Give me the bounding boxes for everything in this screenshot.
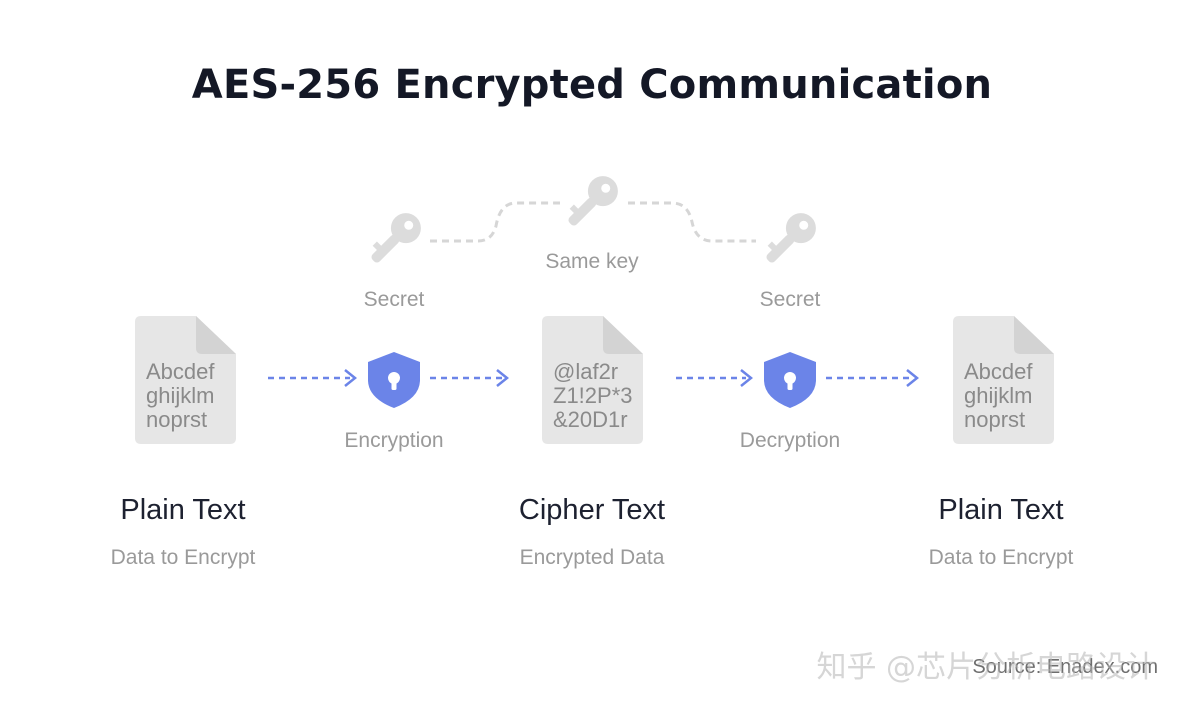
shield-lock-icon (368, 352, 420, 408)
key-icon (371, 213, 421, 263)
diagram-title: AES-256 Encrypted Communication (191, 62, 993, 108)
document-icon (542, 316, 643, 444)
document-subtitle: Data to Encrypt (928, 546, 1074, 569)
document-title: Plain Text (938, 494, 1064, 526)
secret-key-label-left: Secret (363, 288, 425, 311)
document-title: Plain Text (120, 494, 246, 526)
document-icon (135, 316, 236, 444)
arrow-icon (268, 369, 358, 387)
watermark: 知乎 @芯片分析电路设计 (816, 650, 1156, 685)
document-title: Cipher Text (518, 494, 666, 526)
decryption-label: Decryption (739, 429, 841, 452)
source-credit: Source: Enadex.com (972, 656, 1158, 678)
encryption-label: Encryption (344, 429, 444, 452)
document-content: Abcdef ghijklm noprst (146, 359, 215, 432)
document-content: @laf2r Z1!2P*3 &20D1r (553, 359, 633, 432)
secret-key-label-right: Secret (759, 288, 821, 311)
same-key-label: Same key (545, 250, 639, 273)
shield-lock-icon (764, 352, 816, 408)
key-icon (766, 213, 816, 263)
arrow-icon (430, 369, 510, 387)
key-icon (568, 176, 618, 226)
document-subtitle: Data to Encrypt (110, 546, 256, 569)
document-content: Abcdef ghijklm noprst (964, 359, 1033, 432)
key-link-left (430, 201, 560, 243)
document-icon (953, 316, 1054, 444)
arrow-icon (826, 369, 920, 387)
document-subtitle: Encrypted Data (519, 546, 665, 569)
arrow-icon (676, 369, 754, 387)
key-link-right (628, 201, 756, 243)
